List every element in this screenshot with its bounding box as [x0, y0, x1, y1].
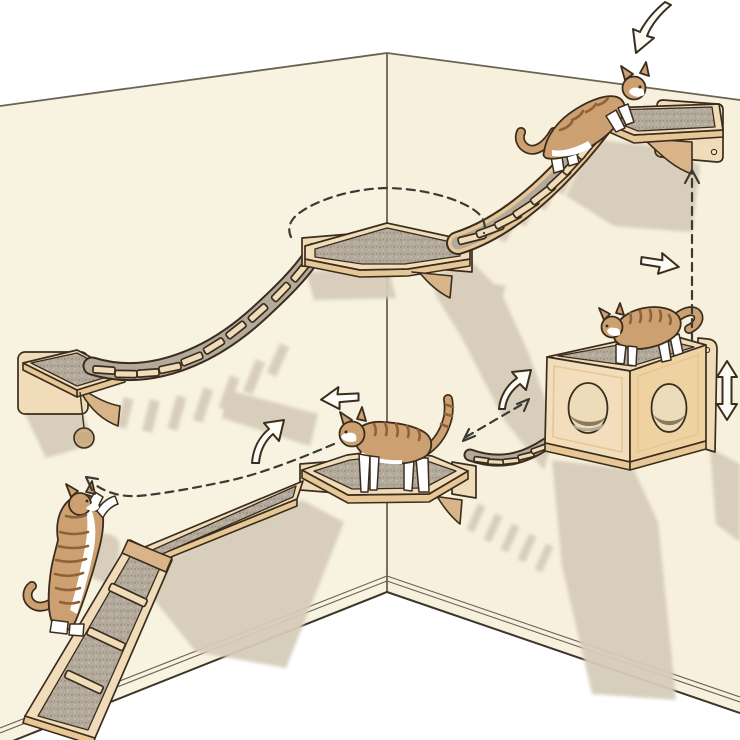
toy-string — [79, 391, 85, 429]
arrow-curved-up-left-wall — [251, 419, 285, 464]
cube-panel-frames — [552, 353, 699, 454]
arrow-double-vertical — [716, 360, 738, 421]
front-leg — [615, 343, 627, 365]
cat-head — [620, 61, 650, 101]
hind-foot — [49, 619, 69, 635]
cat-belly — [360, 452, 402, 465]
arrow-curved-to-cube — [498, 369, 532, 410]
floor-ramp — [22, 539, 173, 740]
bridge-left-sagging — [82, 246, 322, 382]
cube-house — [544, 331, 718, 471]
cat-stripes — [53, 513, 90, 605]
ball-texture — [77, 430, 91, 446]
arrow-curved-top — [632, 1, 672, 54]
ramp-rungs — [63, 582, 149, 695]
bridge-rungs — [92, 261, 310, 379]
front-leg — [96, 495, 119, 519]
arc-dashed-over-corner-shelf — [288, 186, 486, 239]
cat-stripes — [628, 308, 673, 326]
hind-leg — [415, 457, 430, 493]
cat-on-cube — [598, 302, 704, 367]
cube-base-right — [629, 440, 707, 471]
arrow-white-right — [639, 252, 680, 275]
arrow-dashed-double — [461, 397, 531, 443]
cat-stripes — [372, 403, 455, 442]
middle-shelf-carpet — [314, 227, 461, 265]
arrow-dashed-up — [683, 168, 701, 343]
arrow-white-left — [320, 386, 360, 411]
baseboard-lines — [0, 575, 740, 734]
cat-head — [338, 406, 367, 448]
cube-hole-right — [650, 383, 688, 433]
front-leg — [605, 109, 626, 133]
shelf-middle-corner — [301, 222, 473, 299]
cube-hole-left — [567, 382, 609, 434]
ramp-top-joint — [121, 539, 173, 573]
lower-platform-bracket — [437, 496, 463, 525]
cat-head — [65, 480, 99, 516]
walkway-ramp — [133, 480, 304, 573]
bridge-to-cube — [463, 437, 553, 467]
hind-foot — [68, 623, 85, 637]
left-shelf-bracket — [81, 389, 121, 427]
cat-belly — [552, 141, 592, 157]
cat-top-right — [514, 61, 650, 174]
cat-bottom-left — [22, 480, 119, 637]
arrow-dashed-route-to-ball — [84, 442, 336, 498]
cube-bridge-rungs — [473, 443, 548, 466]
middle-shelf-bracket — [411, 271, 453, 299]
left-bridge-shadow-stripes — [116, 343, 290, 433]
cat-stripes — [558, 96, 610, 132]
cube-bridge-shadow-stripes — [466, 503, 554, 573]
front-leg — [617, 103, 635, 126]
screw-icon — [710, 148, 718, 156]
cat-center — [338, 394, 455, 493]
front-leg — [369, 455, 380, 491]
cat-head — [598, 302, 625, 339]
front-leg — [627, 345, 638, 367]
front-leg — [358, 453, 371, 493]
route-arrows — [84, 1, 738, 498]
